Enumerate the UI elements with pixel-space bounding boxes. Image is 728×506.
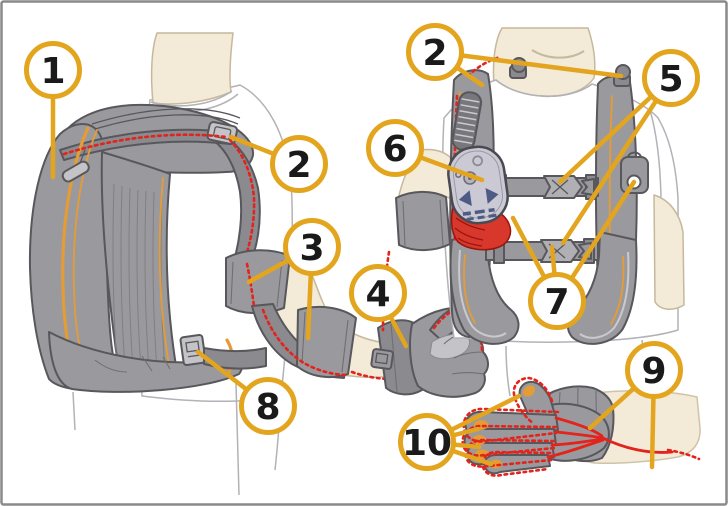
neck-skin	[150, 32, 234, 105]
leader-2-right-a	[432, 49, 624, 79]
display-marks	[462, 207, 497, 221]
upper-buckle	[543, 175, 595, 199]
callout-10: 10	[398, 413, 456, 471]
callout-number: 1	[40, 51, 65, 92]
callouts: 1 2 2 3 4 5 6 7	[24, 23, 700, 471]
red-tension-lines	[546, 416, 701, 461]
left-wing-orange	[463, 254, 476, 324]
callout-6: 6	[366, 119, 424, 177]
callout-number: 6	[382, 129, 407, 170]
callout-5: 5	[642, 49, 700, 107]
right-bottom-wing	[566, 231, 638, 345]
collar-line	[150, 90, 233, 107]
callout-circle	[349, 264, 407, 322]
right-wing-rim	[579, 251, 630, 339]
callout-circle	[270, 135, 328, 193]
callout-number: 10	[402, 423, 452, 464]
shirt-collar	[495, 79, 593, 98]
callout-7: 7	[528, 272, 586, 330]
right-arm-skin	[653, 194, 685, 310]
callout-8: 8	[239, 377, 297, 435]
callout-circle	[625, 341, 683, 399]
pouch-scallops	[454, 217, 486, 247]
waist-creases	[94, 355, 171, 373]
indicator-icon	[472, 155, 484, 167]
callout-number: 5	[658, 59, 683, 100]
callout-2-right: 2	[406, 23, 464, 81]
trigger-assembly	[447, 91, 512, 251]
left-arrow-button	[458, 190, 472, 207]
top-strap-buckle	[206, 121, 239, 145]
callout-4: 4	[349, 264, 407, 322]
callout-number: 8	[255, 387, 280, 428]
leader-5-b	[560, 75, 674, 246]
red-route-elbow	[261, 308, 350, 377]
callout-9: 9	[625, 341, 683, 399]
left-wing-rim	[458, 249, 507, 338]
callout-circle	[283, 218, 341, 276]
callout-number: 4	[365, 274, 390, 315]
cuff-buckle	[370, 348, 394, 370]
red-route-shoulder	[228, 138, 256, 266]
callout-number: 7	[544, 282, 569, 323]
red-route-top	[62, 133, 228, 156]
callout-circle	[406, 23, 464, 81]
callout-circle	[642, 49, 700, 107]
right-wing-orange	[610, 256, 625, 325]
callout-number: 2	[422, 33, 447, 74]
control-unit-body	[447, 145, 509, 225]
upper-armband	[225, 249, 291, 314]
callout-number: 2	[286, 145, 311, 186]
chin-crease	[531, 49, 585, 59]
glove-palm-diagram	[461, 376, 701, 477]
zipper-pull	[61, 149, 90, 183]
forearm-band	[296, 305, 357, 379]
callout-circle	[398, 413, 456, 471]
callout-2-left: 2	[270, 135, 328, 193]
backpack	[28, 103, 267, 393]
red-route-armband	[245, 262, 256, 308]
callout-circle	[528, 272, 586, 330]
pack-left-panel	[28, 123, 122, 391]
waist-buckle	[179, 333, 207, 367]
callout-number: 9	[641, 351, 666, 392]
callout-circle	[366, 119, 424, 177]
loose-strap-line-2	[91, 108, 241, 125]
glove-back-panel	[429, 333, 471, 360]
callout-number: 3	[299, 228, 324, 269]
loose-strap-line	[91, 114, 239, 131]
control-unit	[447, 145, 509, 225]
callout-3: 3	[283, 218, 341, 276]
back-view-diagram	[28, 32, 489, 496]
callout-1: 1	[24, 41, 82, 99]
callout-circle	[239, 377, 297, 435]
callout-circle	[24, 41, 82, 99]
side-clip	[620, 151, 649, 194]
right-arrow-button	[485, 187, 499, 204]
zipper-side	[158, 177, 173, 383]
